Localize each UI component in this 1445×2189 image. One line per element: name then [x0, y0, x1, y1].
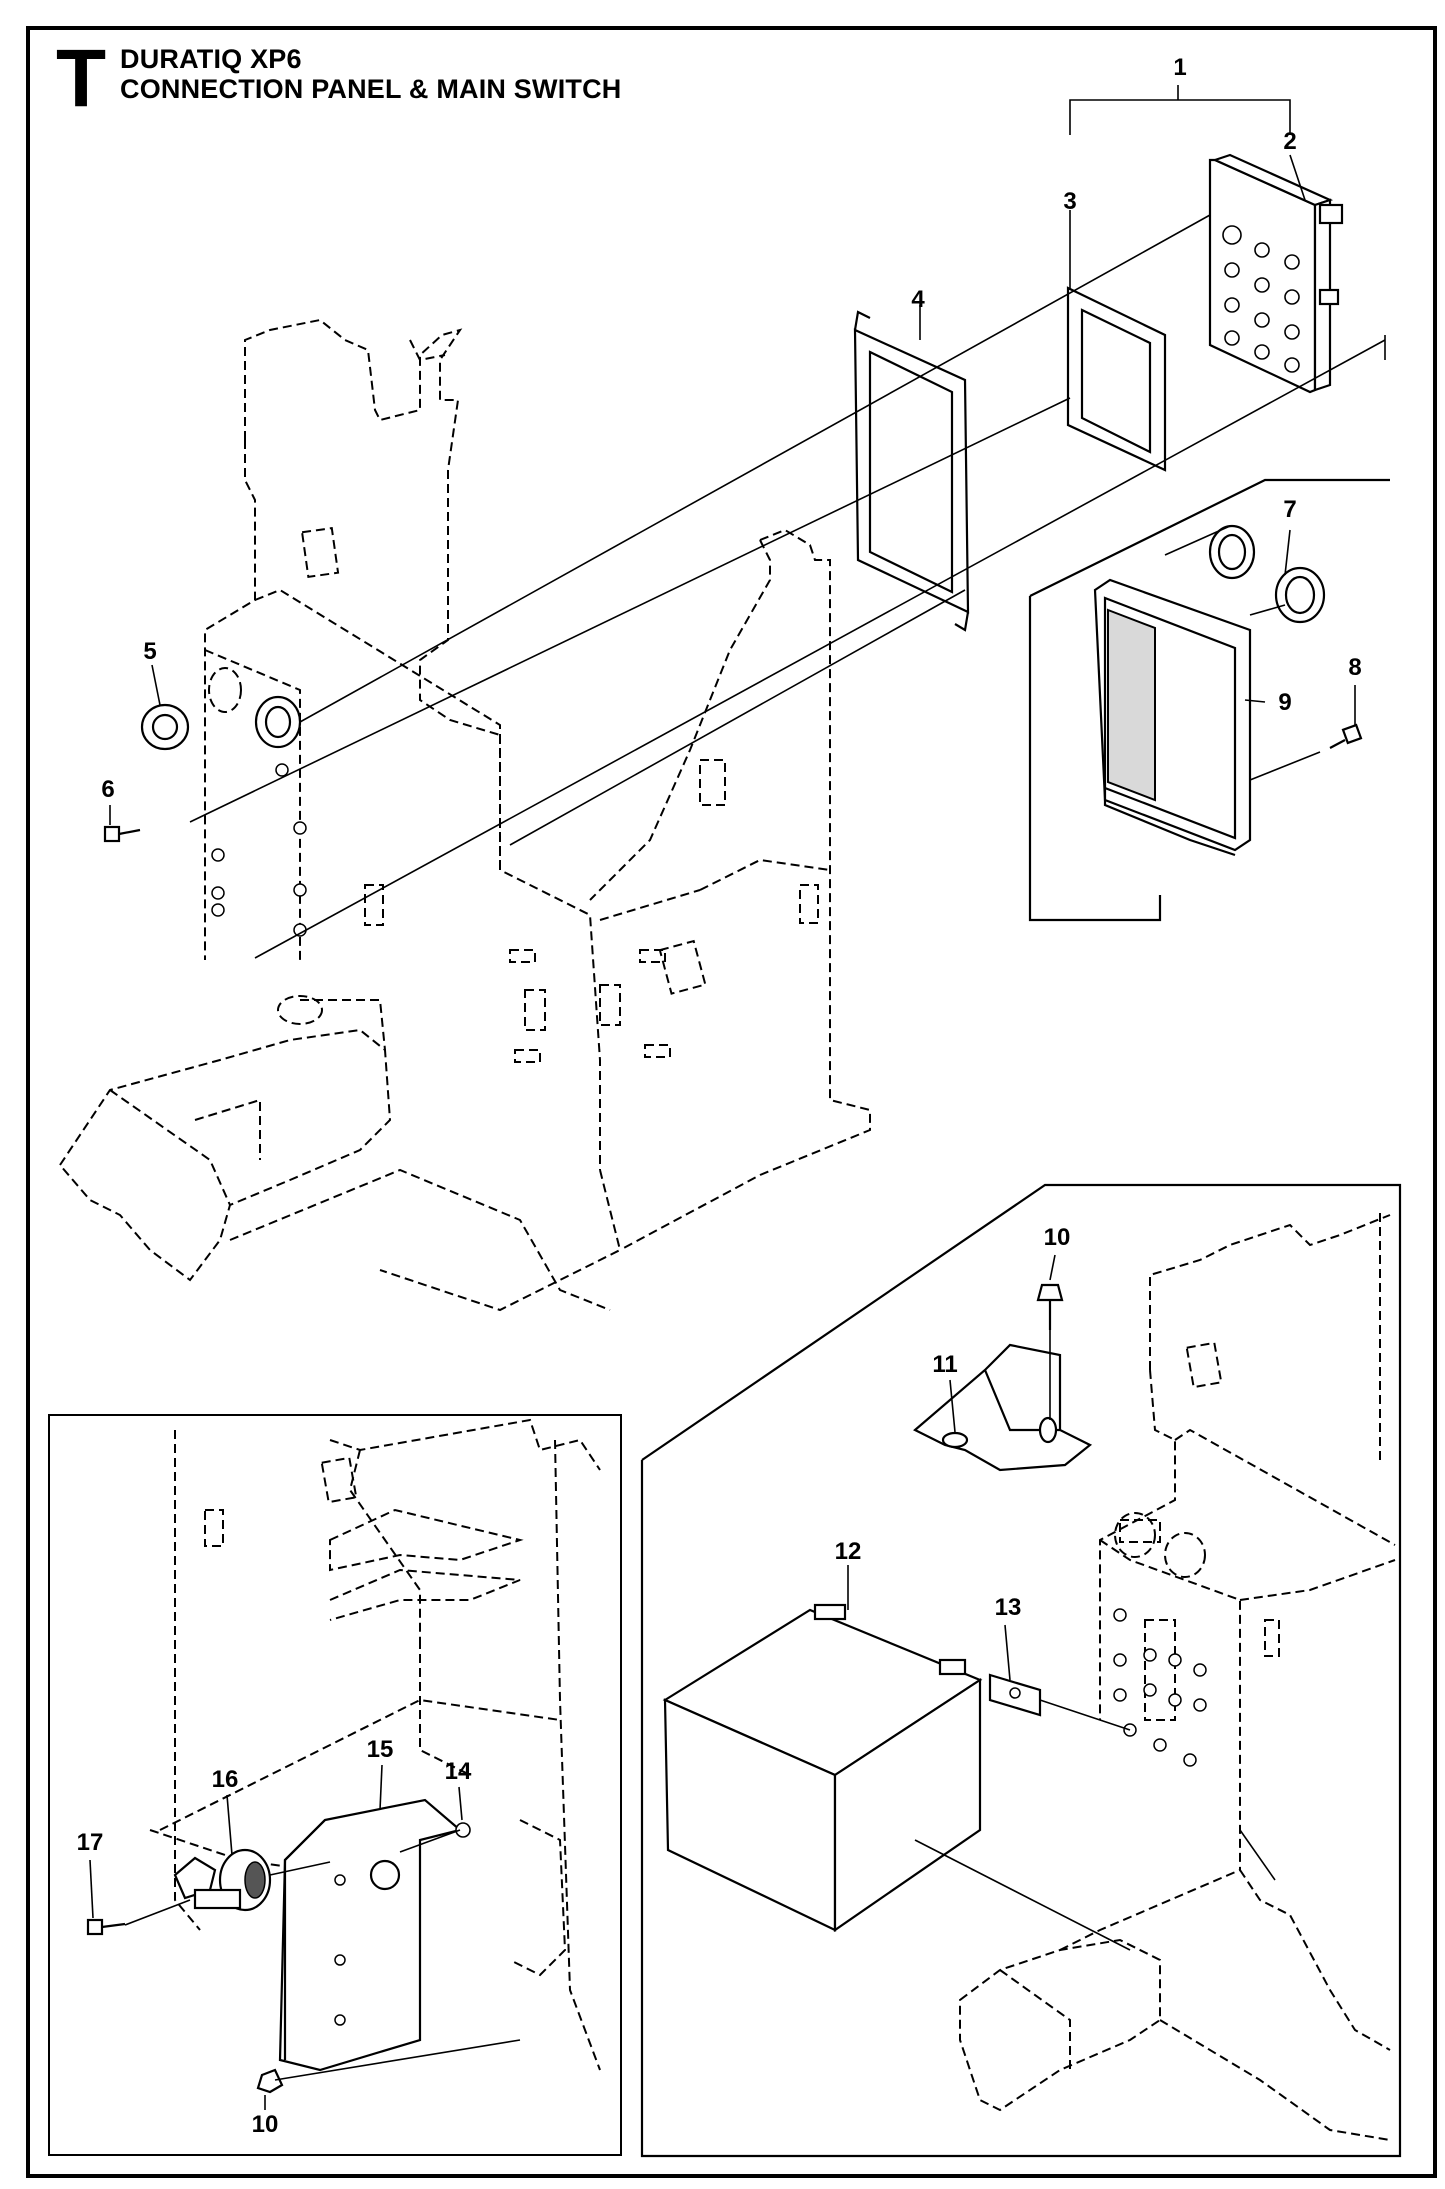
callout-1: 1	[1173, 54, 1187, 81]
chassis-outline	[59, 318, 871, 1312]
grommets	[1208, 524, 1326, 624]
callout-11: 11	[932, 1351, 958, 1378]
callout-6: 6	[101, 776, 115, 803]
callout-10-relay: 10	[1043, 1224, 1071, 1251]
callout-12: 12	[834, 1538, 862, 1565]
callout-9: 9	[1278, 689, 1292, 716]
diagram-title: CONNECTION PANEL & MAIN SWITCH	[120, 74, 622, 104]
connection-box	[1093, 578, 1252, 857]
callout-14: 14	[444, 1758, 472, 1785]
panel-gasket	[1066, 286, 1167, 472]
mounting-frame	[853, 310, 970, 632]
relay-inset-drawing	[662, 1210, 1396, 2141]
connection-panel	[1208, 153, 1344, 394]
section-letter: T	[56, 33, 107, 124]
screws	[103, 723, 1363, 937]
callout-5: 5	[143, 638, 157, 665]
callout-16: 16	[211, 1766, 239, 1793]
callout-8: 8	[1348, 654, 1362, 681]
outer-frame	[26, 26, 1437, 2178]
relay-inset-frame	[640, 1183, 1402, 2158]
callout-10-switch: 10	[251, 2111, 279, 2138]
callout-4: 4	[911, 286, 925, 313]
callout-15: 15	[366, 1736, 394, 1763]
box-inset-frame-top	[1029, 478, 1390, 597]
callout-3: 3	[1063, 188, 1077, 215]
callout-leaders	[89, 85, 1356, 2110]
box-inset-frame	[1028, 596, 1162, 922]
exploded-axis-lines	[189, 214, 1386, 959]
callout-7: 7	[1283, 496, 1297, 523]
main-switch-inset-frame	[48, 1414, 622, 2156]
callout-17: 17	[76, 1829, 104, 1856]
model-title: DURATIQ XP6	[120, 44, 302, 74]
callout-13: 13	[994, 1594, 1022, 1621]
grommet-left	[140, 667, 302, 751]
switch-inset-drawing	[86, 1418, 601, 2094]
callout-2: 2	[1283, 128, 1297, 155]
